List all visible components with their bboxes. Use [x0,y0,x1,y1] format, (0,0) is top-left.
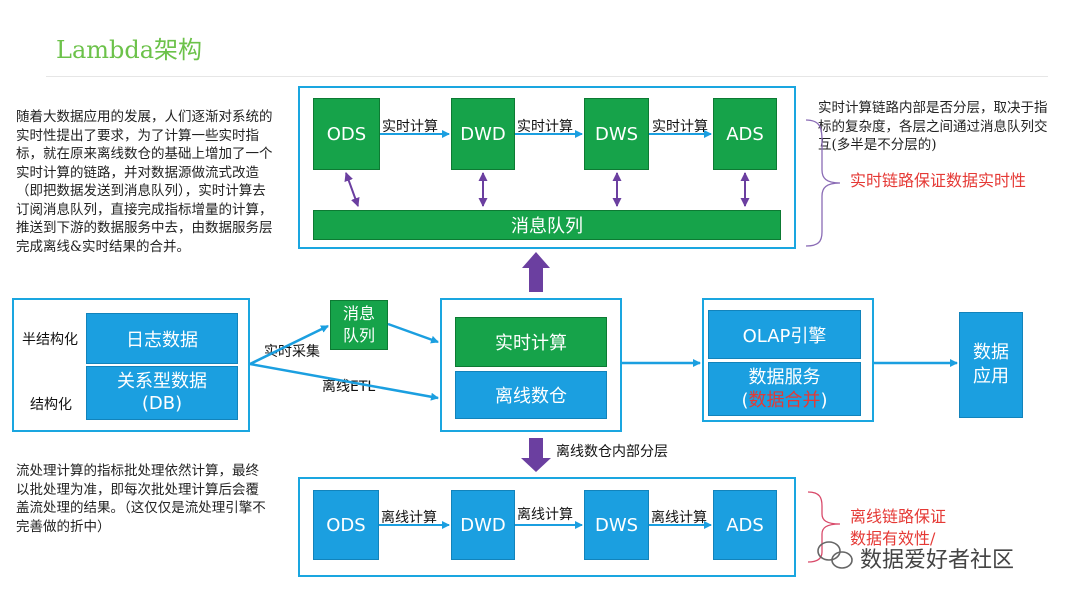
log-data-box: 日志数据 [86,313,238,364]
offline-dws-node: DWS [584,490,649,560]
data-merge-line: (数据合并) [741,389,827,412]
offline-ads-node: ADS [713,490,777,560]
olap-engine-box: OLAP引擎 [708,310,861,359]
rdb-data-box: 关系型数据 (DB) [86,366,238,420]
note-bottom-left: 流处理计算的指标批处理依然计算，最终以批处理为准，即每次批处理计算后会覆盖流处理… [16,463,266,535]
realtime-compute-box: 实时计算 [455,317,607,367]
offline-edge-label-1: 离线计算 [381,510,437,526]
ingest-queue-line-1: 消息 [342,304,375,323]
realtime-edge-label-1: 实时计算 [382,119,438,135]
title-divider [46,76,1048,77]
down-arrow [521,438,551,472]
realtime-guarantee-text: 实时链路保证数据实时性 [850,171,1027,190]
data-app-line-1: 数据 [973,342,1009,363]
data-merge-close: ) [820,390,828,411]
ingest-queue-line-2: 队列 [342,326,375,345]
offline-edge-label-2: 离线计算 [517,507,573,523]
realtime-brace [805,119,841,247]
offline-layering-label: 离线数仓内部分层 [556,444,668,460]
data-service-box: 数据服务 (数据合并) [708,362,861,416]
offline-brace [807,491,841,563]
page-title: Lambda架构 [56,36,203,64]
realtime-ods-node: ODS [313,98,380,170]
offline-edge-label-3: 离线计算 [651,510,707,526]
data-service-label: 数据服务 [748,367,821,388]
rdb-data-line-1: 关系型数据 [117,371,207,392]
source-to-offline-arrow [249,362,439,401]
data-app-box: 数据 应用 [959,312,1023,418]
wechat-icon [817,541,853,569]
watermark-text: 数据爱好者社区 [860,548,1015,573]
note-top-left: 随着大数据应用的发展，人们逐渐对系统的实时性提出了要求，为了计算一些实时指标，就… [16,109,273,255]
queue-to-compute-arrow [387,322,439,344]
realtime-edge-label-2: 实时计算 [517,119,573,135]
offline-dw-box: 离线数仓 [455,371,607,419]
realtime-edge-label-3: 实时计算 [652,119,708,135]
structured-label: 结构化 [30,397,72,413]
note-top-right: 实时计算链路内部是否分层，取决于指标的复杂度，各层之间通过消息队列交互(多半是不… [818,100,1048,153]
realtime-dwd-node: DWD [451,98,515,170]
realtime-ads-node: ADS [713,98,777,170]
offline-guarantee-text-2: 数据有效性/ [850,529,936,548]
semi-structured-label: 半结构化 [22,332,78,348]
data-merge-label: 数据合并 [748,390,821,411]
ods-queue-link [344,172,360,207]
offline-guarantee-text-1: 离线链路保证 [850,507,947,526]
realtime-dws-node: DWS [584,98,649,170]
up-arrow [522,252,550,292]
source-to-queue-arrow [249,324,329,366]
offline-ods-node: ODS [313,490,379,560]
rdb-data-line-2: (DB) [141,393,183,414]
message-queue-bar: 消息队列 [313,210,781,240]
data-merge-open: ( [741,390,749,411]
realtime-collect-label: 实时采集 [264,344,320,360]
ingest-queue-box: 消息 队列 [330,300,388,350]
data-app-line-2: 应用 [973,366,1009,387]
offline-dwd-node: DWD [451,490,515,560]
